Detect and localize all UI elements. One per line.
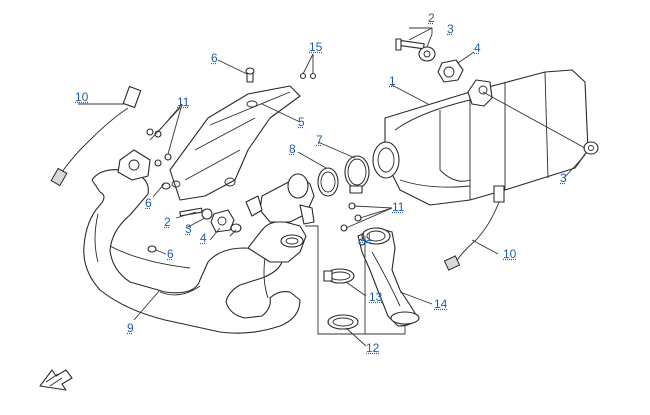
bolt-left-part[interactable] [179, 207, 203, 217]
rubber-bush-top-part[interactable] [437, 59, 464, 83]
heat-shield-part[interactable] [169, 85, 301, 201]
callout-screw-top[interactable]: 6 [211, 51, 218, 65]
callout-rubber-bush-top[interactable]: 4 [474, 41, 481, 55]
callout-link-pipe[interactable]: 14 [434, 297, 448, 311]
screw-top-part[interactable] [245, 67, 255, 83]
washer-right-part[interactable] [583, 141, 599, 155]
oxygen-sensor-left-part[interactable] [50, 85, 142, 187]
direction-arrow-icon [39, 369, 73, 391]
callout-nuts-right-lower[interactable]: 11 [360, 230, 373, 244]
clamp-lower-part[interactable] [323, 268, 355, 284]
washer-lower-part[interactable] [230, 223, 242, 233]
callout-exhaust-header[interactable]: 9 [127, 321, 134, 335]
rubber-bush-left-part[interactable] [210, 209, 235, 233]
nuts-right-part[interactable] [340, 202, 366, 246]
callout-bolt-top[interactable]: 2 [428, 11, 435, 25]
gasket-ring-lower-part[interactable] [327, 314, 359, 330]
muffler-part[interactable] [372, 69, 589, 206]
washer-left-part[interactable] [201, 208, 213, 220]
callout-gasket-upper[interactable]: 8 [289, 142, 296, 156]
callout-bolt-left[interactable]: 2 [164, 215, 171, 229]
callout-screw-middle[interactable]: 6 [145, 196, 152, 210]
callout-washer-right[interactable]: 3 [560, 171, 567, 185]
clip-part[interactable] [299, 72, 317, 80]
callout-gasket-lower[interactable]: 12 [366, 341, 380, 355]
callout-clip[interactable]: 15 [309, 40, 323, 54]
oxygen-sensor-right-part[interactable] [443, 185, 505, 271]
callout-nuts-right[interactable]: 11 [392, 200, 405, 214]
nuts-left-part[interactable] [146, 128, 172, 167]
callout-oxygen-sensor-right[interactable]: 10 [503, 247, 517, 261]
link-pipe-part[interactable] [357, 227, 420, 327]
clamp-upper-part[interactable] [344, 155, 370, 194]
callout-washer-left[interactable]: 3 [185, 222, 192, 236]
gasket-ring-upper-part[interactable] [317, 167, 339, 197]
callout-heat-shield[interactable]: 5 [298, 115, 305, 129]
bolt-top-part[interactable] [395, 38, 425, 51]
callout-muffler[interactable]: 1 [389, 74, 396, 88]
callout-screw-left[interactable]: 6 [167, 247, 174, 261]
washer-top-part[interactable] [418, 46, 436, 62]
callout-clamp-upper[interactable]: 7 [316, 133, 323, 147]
screw-middle-part[interactable] [161, 182, 171, 190]
callout-rubber-bush-left[interactable]: 4 [200, 231, 207, 245]
screw-left-part[interactable] [147, 245, 157, 253]
exhaust-header-part[interactable] [83, 149, 315, 334]
callout-clamp-lower[interactable]: 13 [369, 290, 383, 304]
callout-nuts-left[interactable]: 11 [177, 95, 190, 109]
callout-oxygen-sensor-left[interactable]: 10 [75, 90, 89, 104]
callout-washer-top[interactable]: 3 [447, 22, 454, 36]
